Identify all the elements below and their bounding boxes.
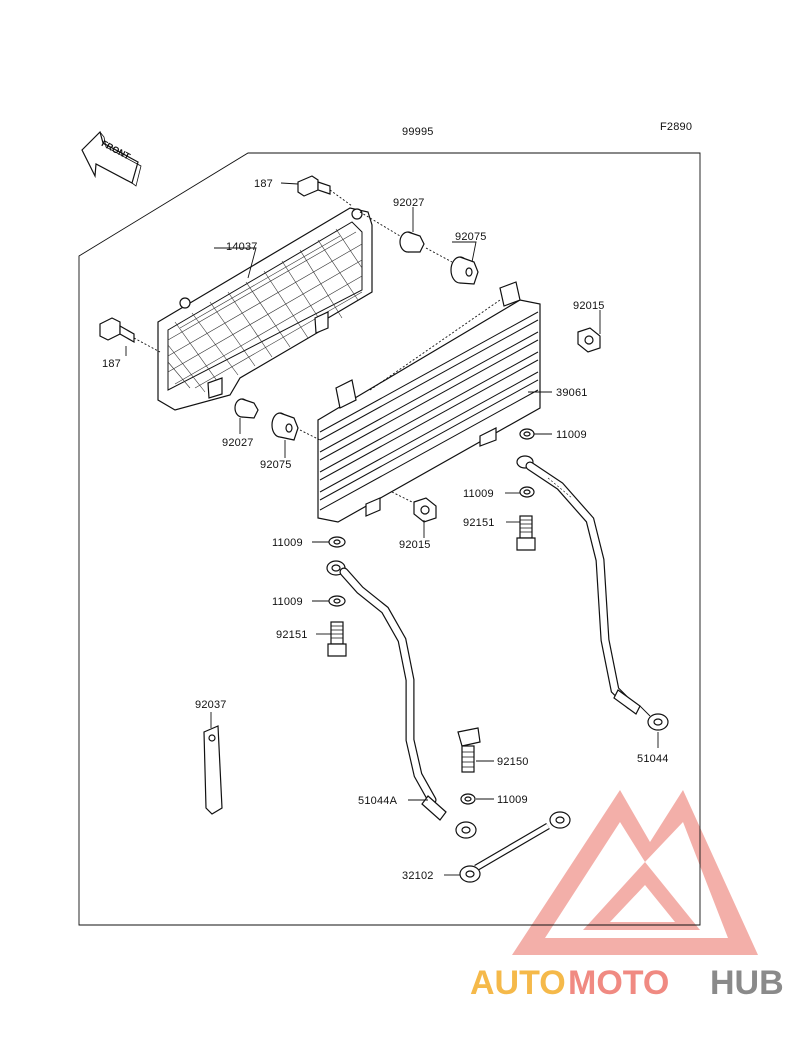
- wordmark-moto: MOTO: [568, 964, 669, 1002]
- nut-92015-bottom: [391, 491, 437, 523]
- bolt-92150: [457, 727, 481, 773]
- wordmark-auto: AUTO: [470, 964, 566, 1002]
- label-92027-top: 92027: [393, 197, 425, 209]
- label-51044: 51044: [637, 753, 669, 765]
- leader-lines: [125, 182, 659, 876]
- label-187-top: 187: [254, 178, 273, 190]
- front-arrow-icon: FRONT: [81, 130, 142, 187]
- grommet-92027-bottom: [234, 398, 259, 419]
- hose-51044A: [326, 560, 477, 839]
- bolt-187-left: [99, 317, 161, 353]
- banjo-bolt-92151-left: [327, 621, 347, 657]
- figure-code: F2890: [660, 121, 692, 133]
- label-14037: 14037: [226, 241, 258, 253]
- label-11009-d: 11009: [272, 596, 303, 608]
- label-92151-left: 92151: [276, 629, 308, 641]
- label-92027-bottom: 92027: [222, 437, 254, 449]
- label-92015-bottom: 92015: [399, 539, 431, 551]
- label-11009-e: 11009: [497, 794, 528, 806]
- damper-92075-top: [425, 247, 479, 285]
- label-11009-b: 11009: [463, 488, 494, 500]
- washers: [328, 428, 535, 805]
- label-92151-right: 92151: [463, 517, 495, 529]
- label-92015-right: 92015: [573, 300, 605, 312]
- label-11009-a: 11009: [556, 429, 587, 441]
- label-187-left: 187: [102, 358, 121, 370]
- strap-92037: [203, 725, 223, 815]
- guard-screen: [157, 207, 373, 411]
- assembly-frame: [78, 152, 701, 926]
- label-92075-top: 92075: [455, 231, 487, 243]
- label-92075-bottom: 92075: [260, 459, 292, 471]
- nut-92015-right: [577, 327, 601, 353]
- bolt-187-top: [297, 175, 353, 207]
- label-39061: 39061: [556, 387, 588, 399]
- label-51044A: 51044A: [358, 795, 398, 807]
- hose-51044: [516, 455, 669, 731]
- automotohub-wordmark: AUTO MOTO HUB: [470, 964, 784, 1002]
- label-32102: 32102: [402, 870, 434, 882]
- assembly-number: 99995: [402, 126, 434, 138]
- wordmark-hub: HUB: [710, 964, 784, 1002]
- pipe-32102: [459, 811, 571, 883]
- automotohub-logo: [512, 790, 758, 955]
- damper-92075-bottom: [271, 412, 321, 441]
- label-92037: 92037: [195, 699, 227, 711]
- grommet-92027-top: [359, 211, 425, 253]
- banjo-bolt-92151-right: [516, 515, 536, 551]
- label-11009-c: 11009: [272, 537, 303, 549]
- label-92150: 92150: [497, 756, 529, 768]
- oil-cooler: [317, 281, 541, 523]
